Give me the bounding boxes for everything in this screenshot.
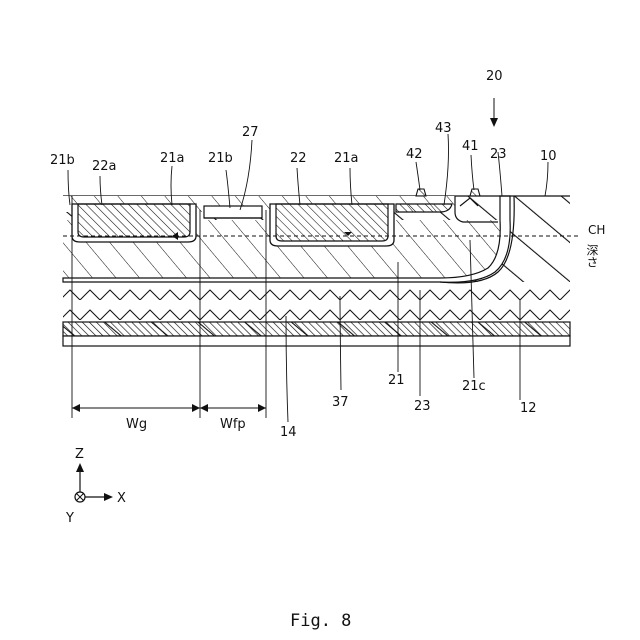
contact-42 — [416, 189, 426, 196]
figure-caption: Fig. 8 — [290, 611, 351, 631]
region-14 — [63, 282, 570, 322]
label-21b-mid: 21b — [208, 151, 233, 166]
dimension-wfp — [200, 404, 266, 412]
label-21a-right: 21a — [334, 151, 359, 166]
label-23-top: 23 — [490, 147, 507, 162]
label-22a: 22a — [92, 159, 117, 174]
label-20: 20 — [486, 69, 503, 84]
label-27: 27 — [242, 125, 259, 140]
label-depth: 深さ — [585, 244, 599, 268]
dimension-wg — [72, 404, 200, 412]
label-23-bottom: 23 — [414, 399, 431, 414]
label-14: 14 — [280, 425, 297, 440]
field-plate-27 — [204, 206, 262, 218]
label-22: 22 — [290, 151, 307, 166]
label-37: 37 — [332, 395, 349, 410]
label-ch: CH — [588, 223, 605, 237]
drain-layer-12 — [63, 322, 570, 346]
axis-label-x: X — [117, 491, 126, 506]
label-10: 10 — [540, 149, 557, 164]
arrow-20 — [490, 98, 498, 127]
label-21a-left: 21a — [160, 151, 185, 166]
contact-41 — [470, 189, 480, 196]
axis-label-z: Z — [75, 447, 84, 462]
label-12: 12 — [520, 401, 537, 416]
label-42: 42 — [406, 147, 423, 162]
axis-label-y: Y — [65, 511, 74, 526]
label-wfp: Wfp — [220, 417, 246, 432]
label-21: 21 — [388, 373, 405, 388]
label-21c: 21c — [462, 379, 486, 394]
gate-electrode-22 — [270, 204, 394, 246]
axis-indicator — [75, 463, 113, 502]
label-21b-left: 21b — [50, 153, 75, 168]
label-43: 43 — [435, 121, 452, 136]
label-41: 41 — [462, 139, 479, 154]
label-wg: Wg — [126, 417, 147, 432]
